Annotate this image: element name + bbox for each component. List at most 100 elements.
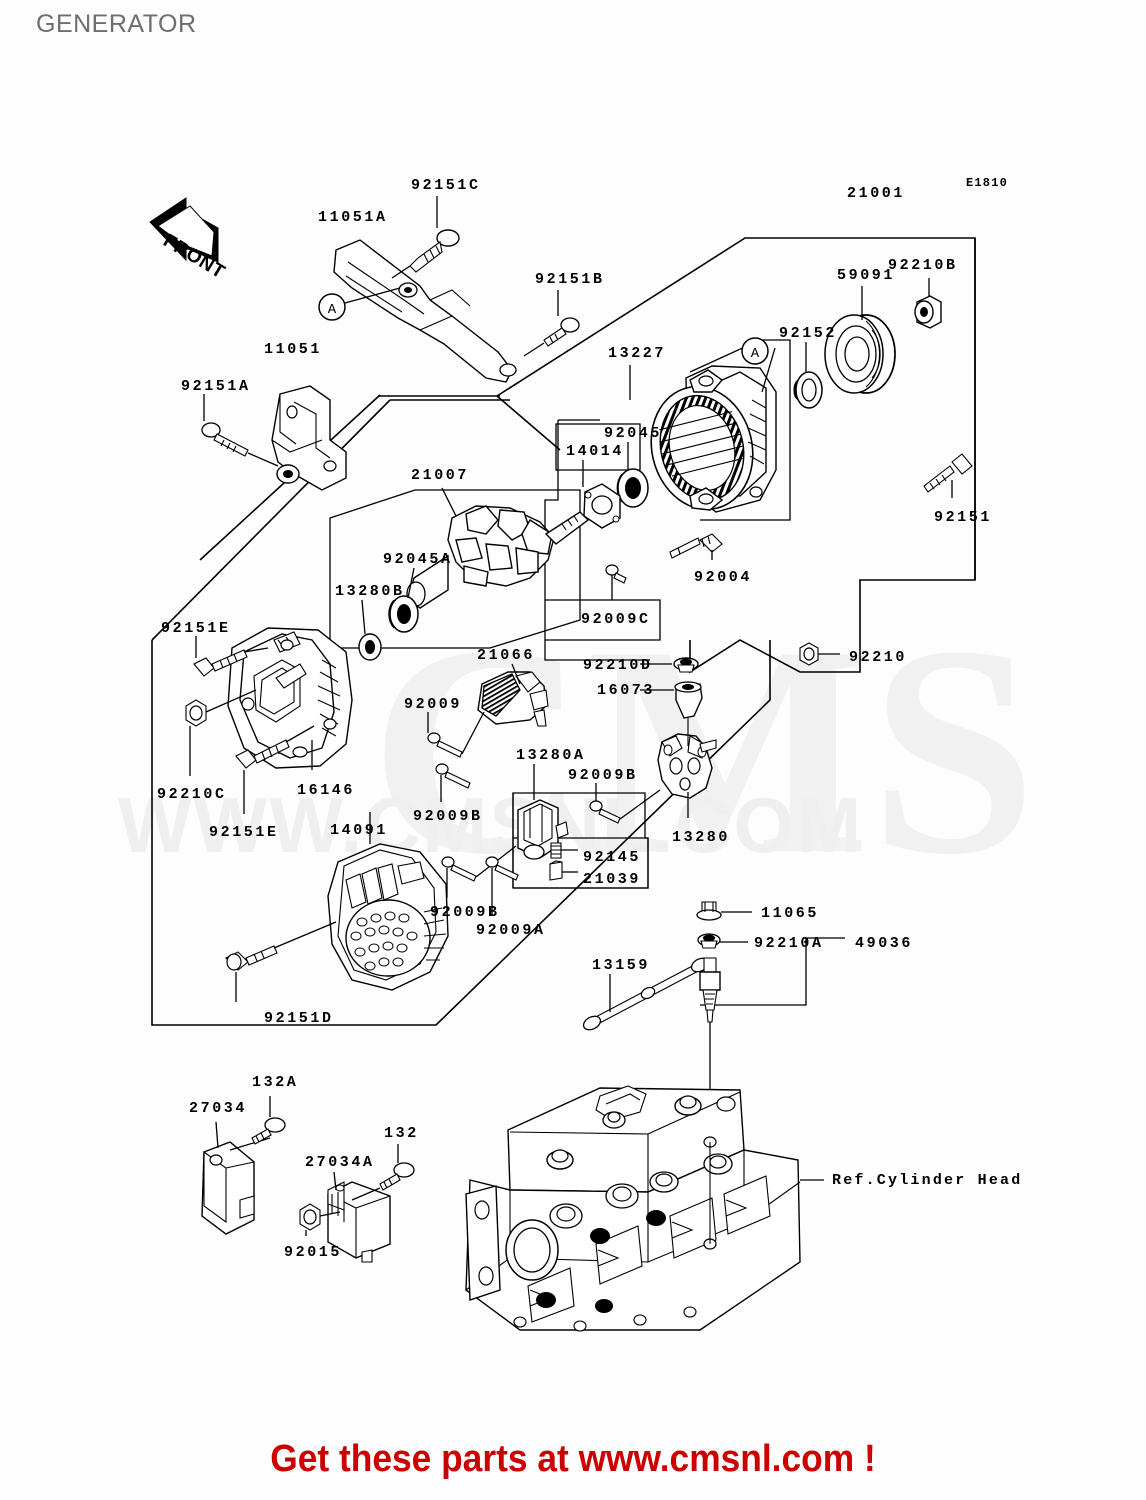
part-11051-bracket xyxy=(271,385,347,491)
part-label: 92045 xyxy=(604,425,663,442)
part-label: 132A xyxy=(252,1074,299,1091)
part-92045A-bearing xyxy=(388,567,419,633)
part-label: 13280A xyxy=(516,747,586,764)
group-boundary-13227 xyxy=(689,339,791,521)
part-92151C-bolt xyxy=(391,196,460,279)
part-label: 16073 xyxy=(597,682,656,699)
part-92210-nut xyxy=(799,642,840,666)
part-92210D-nut xyxy=(640,657,699,673)
part-13280B-seal xyxy=(358,599,382,661)
group-boundary-main-left xyxy=(151,399,771,1026)
front-arrow-icon xyxy=(149,197,219,263)
part-92015-nut xyxy=(299,1203,341,1236)
part-92145-spring xyxy=(550,842,578,859)
part-92009B-screw-1 xyxy=(435,763,471,802)
part-label: 92152 xyxy=(779,325,838,342)
part-label: 13280 xyxy=(672,829,731,846)
callout-A-marker-2: A xyxy=(741,337,769,365)
part-label: 92015 xyxy=(284,1244,343,1261)
part-92009-screw xyxy=(427,711,485,758)
part-92210B-nut xyxy=(914,278,942,329)
part-92210A-nut xyxy=(697,933,748,949)
part-59091-bearing xyxy=(824,286,896,394)
group-boundary-92145 xyxy=(513,837,649,889)
part-92009C-screw xyxy=(605,564,627,600)
part-label: 16146 xyxy=(297,782,356,799)
part-label: 13280B xyxy=(335,583,405,600)
part-label: 92151A xyxy=(181,378,251,395)
part-92151-bolt xyxy=(923,453,973,498)
part-13227-alternator-frame xyxy=(650,347,777,513)
part-label: 92210A xyxy=(754,935,824,952)
part-21007-rotor xyxy=(406,487,590,609)
part-label: 13159 xyxy=(592,957,651,974)
part-label: 92009 xyxy=(404,696,463,713)
part-21066-regulator xyxy=(477,663,549,727)
part-label: 13227 xyxy=(608,345,667,362)
part-label: 92151E xyxy=(161,620,231,637)
part-label: 92045A xyxy=(383,551,453,568)
part-label: 92009C xyxy=(581,611,651,628)
part-label: 92210C xyxy=(157,786,227,803)
part-cylinder-head xyxy=(465,1085,824,1332)
part-label: 11065 xyxy=(761,905,820,922)
part-label: 59091 xyxy=(837,267,896,284)
part-16146-housing xyxy=(227,627,353,770)
part-label: 132 xyxy=(384,1125,419,1142)
part-label: 92009A xyxy=(476,922,546,939)
svg-text:A: A xyxy=(751,346,760,362)
page-title: GENERATOR xyxy=(36,10,197,38)
group-boundary-92009C xyxy=(545,599,661,641)
part-label: 92009B xyxy=(430,904,500,921)
part-21039-brush xyxy=(549,860,578,881)
part-92152-seal xyxy=(793,342,823,409)
part-label: 21066 xyxy=(477,647,536,664)
part-label: 21039 xyxy=(583,871,642,888)
part-label: 27034A xyxy=(305,1154,375,1171)
part-label: 11051A xyxy=(318,209,388,226)
part-label: 14091 xyxy=(330,822,389,839)
part-92045-bearing xyxy=(616,442,649,508)
part-27034A-relay xyxy=(327,1171,391,1263)
part-27034-relay xyxy=(201,1121,271,1235)
part-label: 92210B xyxy=(888,257,958,274)
part-16073-insulator xyxy=(640,681,703,746)
part-92210C-nut xyxy=(185,689,257,776)
part-92151A-bolt xyxy=(201,394,279,467)
part-label: 92009B xyxy=(413,808,483,825)
part-label: 27034 xyxy=(189,1100,248,1117)
part-label: 92151D xyxy=(264,1010,334,1027)
part-92009A-screw xyxy=(485,856,519,916)
part-label: 92004 xyxy=(694,569,753,586)
diagram-reference-code: E1810 xyxy=(965,176,1008,190)
part-label: 21007 xyxy=(411,467,470,484)
part-11065-cap xyxy=(696,901,752,921)
part-92004-bolt xyxy=(669,533,723,560)
group-boundary-14014 xyxy=(544,419,650,661)
part-label: 11051 xyxy=(264,341,323,358)
part-label: 92151C xyxy=(411,177,481,194)
part-label: 92009B xyxy=(568,767,638,784)
part-label: 92145 xyxy=(583,849,642,866)
part-92151B-bolt xyxy=(523,290,580,357)
part-label: 14014 xyxy=(566,443,625,460)
group-boundary-21001 xyxy=(496,237,976,674)
part-13280-rectifier xyxy=(657,733,717,818)
part-11051A-bracket xyxy=(333,239,517,383)
part-92151E-bolt-upper xyxy=(193,636,269,677)
footer-caption: Get these parts at www.cmsnl.com ! xyxy=(270,1438,876,1480)
part-label: 49036 xyxy=(855,935,914,952)
part-label: 92210 xyxy=(849,649,908,666)
part-132A-bolt xyxy=(251,1096,286,1145)
callout-A-marker-1: A xyxy=(318,287,401,321)
part-14091-cover xyxy=(327,812,449,991)
part-label: 92151B xyxy=(535,271,605,288)
part-92009B-screw-2 xyxy=(589,783,661,824)
part-label: 92151E xyxy=(209,824,279,841)
part-92151E-bolt-lower xyxy=(235,725,315,814)
svg-text:A: A xyxy=(328,302,337,318)
part-label: 92210D xyxy=(583,657,653,674)
part-132-bolt xyxy=(351,1144,415,1201)
bracket-49036 xyxy=(700,937,845,1006)
